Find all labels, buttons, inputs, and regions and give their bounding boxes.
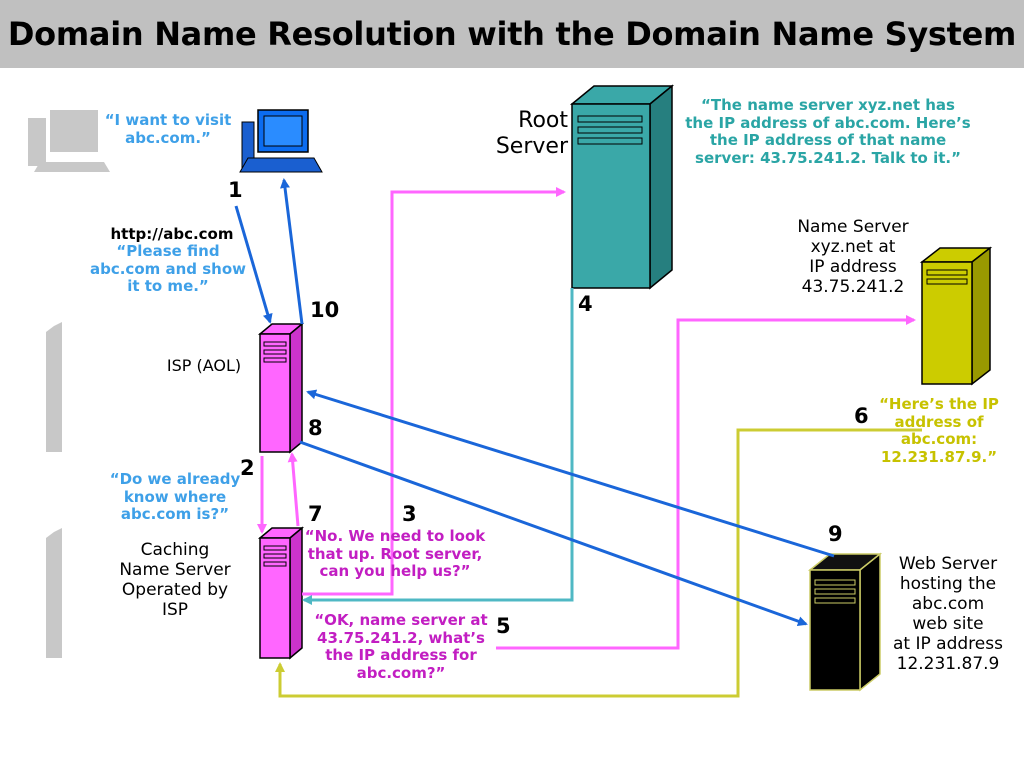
step-4-number: 4 <box>578 292 593 316</box>
already-know-quote: “Do we already know where abc.com is?” <box>109 470 241 524</box>
arrow-step-7 <box>287 452 300 527</box>
arrow-step-4 <box>302 288 574 605</box>
step-2-number: 2 <box>240 456 255 480</box>
isp-server-icon <box>257 322 305 454</box>
web-server-icon <box>807 552 883 692</box>
user-quote: “I want to visit abc.com.” <box>104 111 232 147</box>
arrow-step-1 <box>234 205 273 324</box>
step-5-number: 5 <box>496 614 511 638</box>
step-10-number: 10 <box>310 298 340 322</box>
title-bar: Domain Name Resolution with the Domain N… <box>0 0 1024 68</box>
step-9-number: 9 <box>828 522 843 546</box>
arrow-step-8 <box>299 440 808 626</box>
http-label: http://abc.com <box>110 225 234 243</box>
need-to-look-quote: “No. We need to look that up. Root serve… <box>304 527 486 581</box>
arrow-step-5 <box>496 315 916 650</box>
root-server-icon <box>569 84 675 290</box>
heres-ip-quote: “Here’s the IP address of abc.com: 12.23… <box>879 395 999 467</box>
arrow-step-10 <box>280 178 304 325</box>
tower-silhouette-icon <box>46 322 62 658</box>
root-server-label: Root Server <box>495 108 568 159</box>
step-8-number: 8 <box>308 416 323 440</box>
ok-name-server-quote: “OK, name server at 43.75.241.2, what’s … <box>314 611 488 683</box>
computer-icon <box>239 109 323 173</box>
root-reply-quote: “The name server xyz.net has the IP addr… <box>685 96 971 168</box>
step-1-number: 1 <box>228 178 243 202</box>
arrow-step-9 <box>306 389 835 558</box>
step-3-number: 3 <box>402 502 417 526</box>
caching-name-server-label: Caching Name Server Operated by ISP <box>119 540 231 621</box>
page-title: Domain Name Resolution with the Domain N… <box>7 15 1017 53</box>
step-6-number: 6 <box>854 404 869 428</box>
please-find-quote: “Please find abc.com and show it to me.” <box>89 242 247 296</box>
desktop-silhouette-icon <box>28 110 110 172</box>
arrow-step-3 <box>302 187 566 596</box>
web-server-label: Web Server hosting the abc.com web site … <box>893 554 1003 675</box>
arrow-step-6 <box>275 428 922 698</box>
caching-server-icon <box>257 526 305 660</box>
step-7-number: 7 <box>308 502 323 526</box>
name-server-label: Name Server xyz.net at IP address 43.75.… <box>797 217 909 298</box>
name-server-icon <box>919 246 993 386</box>
isp-label: ISP (AOL) <box>166 356 242 375</box>
